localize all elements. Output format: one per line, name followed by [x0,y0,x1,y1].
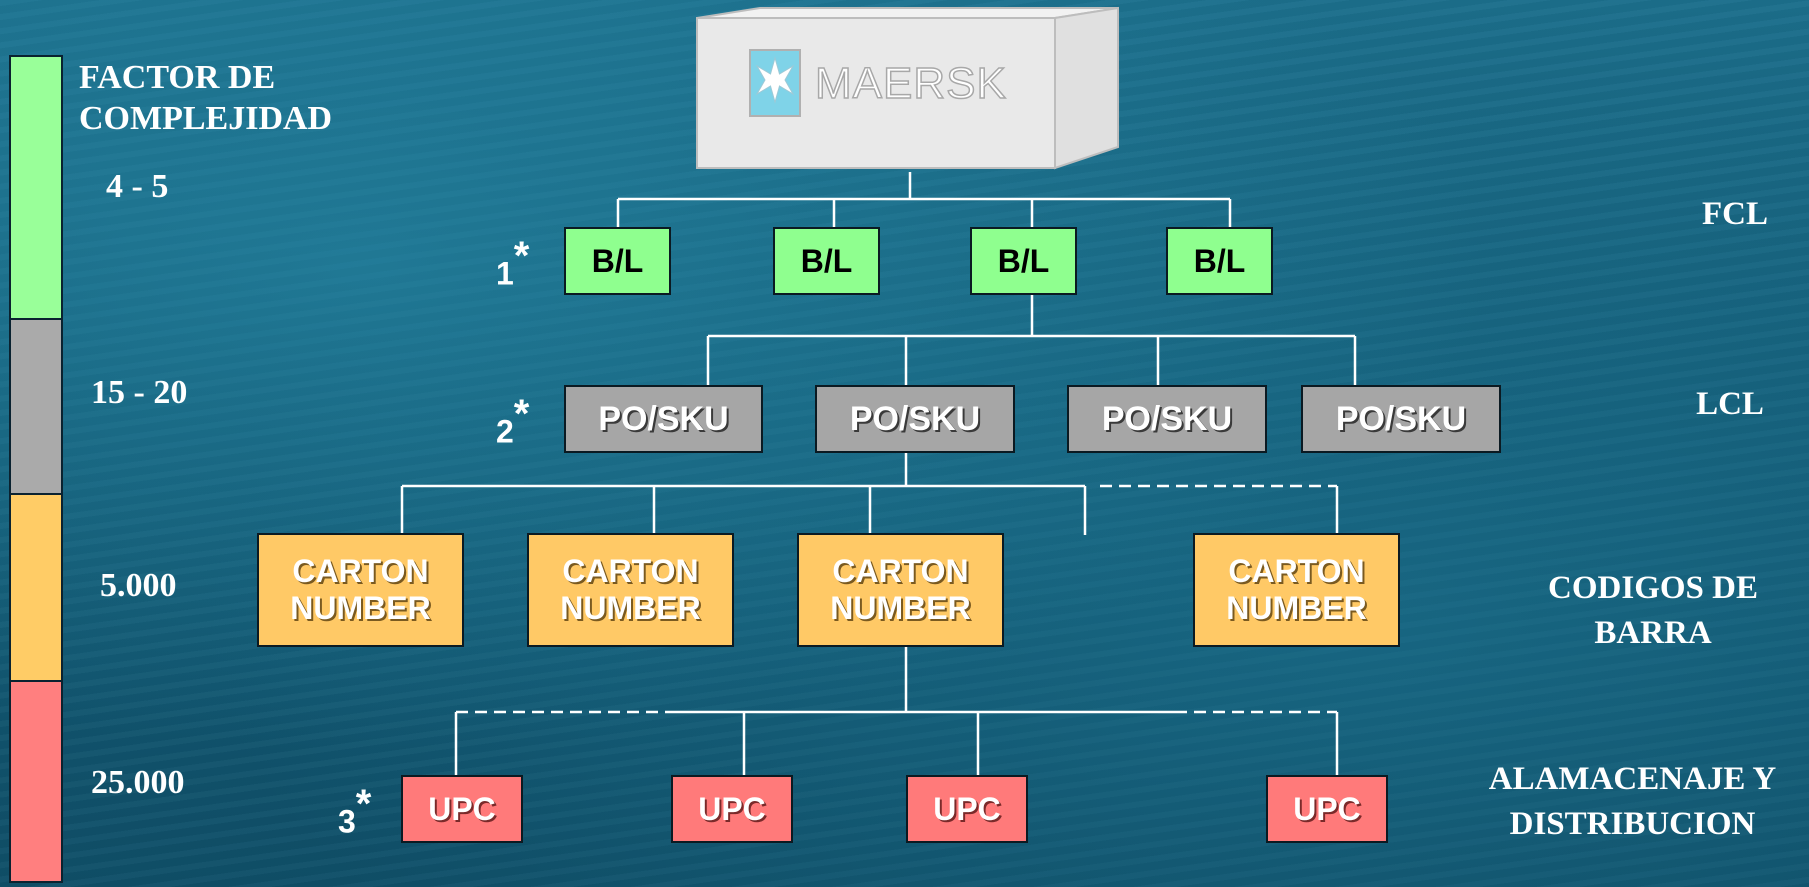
bl-node-2: B/L [773,227,880,295]
carton-node-3-line2: NUMBER [830,590,971,626]
level-1-star: * [513,234,530,278]
level-2-number: 2* [496,392,529,451]
level-3-digit: 3 [338,803,356,840]
level-2-star: * [513,392,530,436]
carton-node-3-line1: CARTON [832,553,969,590]
po-sku-node-1: PO/SKU [564,385,763,453]
carton-node-4-line2: NUMBER [1226,590,1367,626]
scale-band-green [9,55,63,320]
side-label-fcl: FCL [1702,196,1768,232]
bl-node-3: B/L [970,227,1077,295]
maersk-brand-text: MAERSK [815,59,1007,108]
side-label-almacenaje: ALAMACENAJE Y DISTRIBUCION [1460,757,1805,846]
level-3-number: 3* [338,782,371,841]
upc-node-3: UPC [906,775,1028,843]
scale-level-2: 15 - 20 [91,374,188,411]
side-label-codigos-line2: BARRA [1594,614,1712,651]
level-3-star: * [355,782,372,826]
carton-node-1-line2: NUMBER [290,590,431,626]
scale-title-line1: FACTOR DE [79,59,276,96]
side-label-almacenaje-line2: DISTRIBUCION [1509,805,1756,842]
side-label-lcl: LCL [1696,386,1764,422]
side-label-codigos: CODIGOS DE BARRA [1520,566,1786,655]
upc-node-1: UPC [401,775,523,843]
level-1-digit: 1 [496,255,514,292]
carton-node-4-line1: CARTON [1228,553,1365,590]
po-sku-node-2: PO/SKU [815,385,1015,453]
scale-level-1: 4 - 5 [106,168,169,205]
upc-node-4: UPC [1266,775,1388,843]
scale-title: FACTOR DE COMPLEJIDAD [79,58,332,140]
carton-node-2-line2: NUMBER [560,590,701,626]
scale-level-4: 25.000 [91,764,185,801]
bl-node-1: B/L [564,227,671,295]
maersk-container: MAERSK [696,6,1119,170]
star-icon [755,56,795,104]
carton-node-2-line1: CARTON [562,553,699,590]
side-label-almacenaje-line1: ALAMACENAJE Y [1488,761,1777,797]
po-sku-node-4: PO/SKU [1301,385,1501,453]
bl-node-4: B/L [1166,227,1273,295]
level-1-number: 1* [496,234,529,293]
carton-node-1-line1: CARTON [292,553,429,590]
scale-band-gray [9,318,63,495]
scale-band-red [9,680,63,883]
scale-title-line2: COMPLEJIDAD [79,99,333,137]
upc-node-2: UPC [671,775,793,843]
side-label-codigos-line1: CODIGOS DE [1548,570,1758,606]
level-2-digit: 2 [496,413,514,450]
po-sku-node-3: PO/SKU [1067,385,1267,453]
scale-level-3: 5.000 [100,567,177,604]
